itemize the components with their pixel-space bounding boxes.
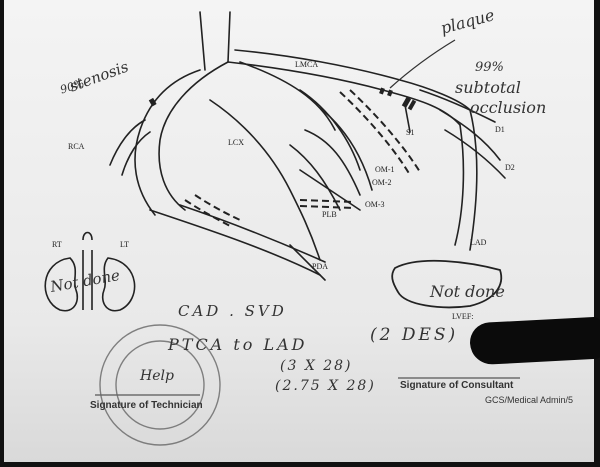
stent-size-2: (2.75 X 28) [275, 378, 376, 394]
label-pda: PDA [312, 262, 328, 271]
label-rt: RT [52, 240, 62, 249]
occlusion-percent: 99% [475, 60, 504, 75]
consultant-signature-label: Signature of Consultant [400, 380, 513, 391]
label-lad: LAD [470, 238, 486, 247]
lv-not-done: Not done [430, 282, 505, 301]
label-lvef: LVEF: [452, 312, 474, 321]
label-d1: D1 [495, 125, 505, 134]
label-d2: D2 [505, 163, 515, 172]
technician-signature-label: Signature of Technician [90, 400, 203, 411]
label-om3: OM-3 [365, 200, 385, 209]
label-rca: RCA [68, 142, 84, 151]
diagnosis-text: CAD . SVD [178, 302, 287, 320]
label-s1: S1 [406, 128, 414, 137]
label-om1: OM-1 [375, 165, 395, 174]
technician-initials: Help [140, 368, 174, 384]
label-om2: OM-2 [372, 178, 392, 187]
label-lmca: LMCA [295, 60, 318, 69]
redaction-block [469, 317, 600, 366]
label-plb: PLB [322, 210, 337, 219]
reference-number: GCS/Medical Admin/5 [485, 395, 573, 405]
stent-size-1: (3 X 28) [280, 358, 353, 374]
label-lt: LT [120, 240, 129, 249]
occlusion-note-1: subtotal [455, 78, 521, 97]
stent-count: (2 DES) [370, 325, 458, 345]
label-lcx: LCX [228, 138, 244, 147]
procedure-text: PTCA to LAD [168, 335, 307, 354]
occlusion-note-2: occlusion [470, 98, 546, 117]
